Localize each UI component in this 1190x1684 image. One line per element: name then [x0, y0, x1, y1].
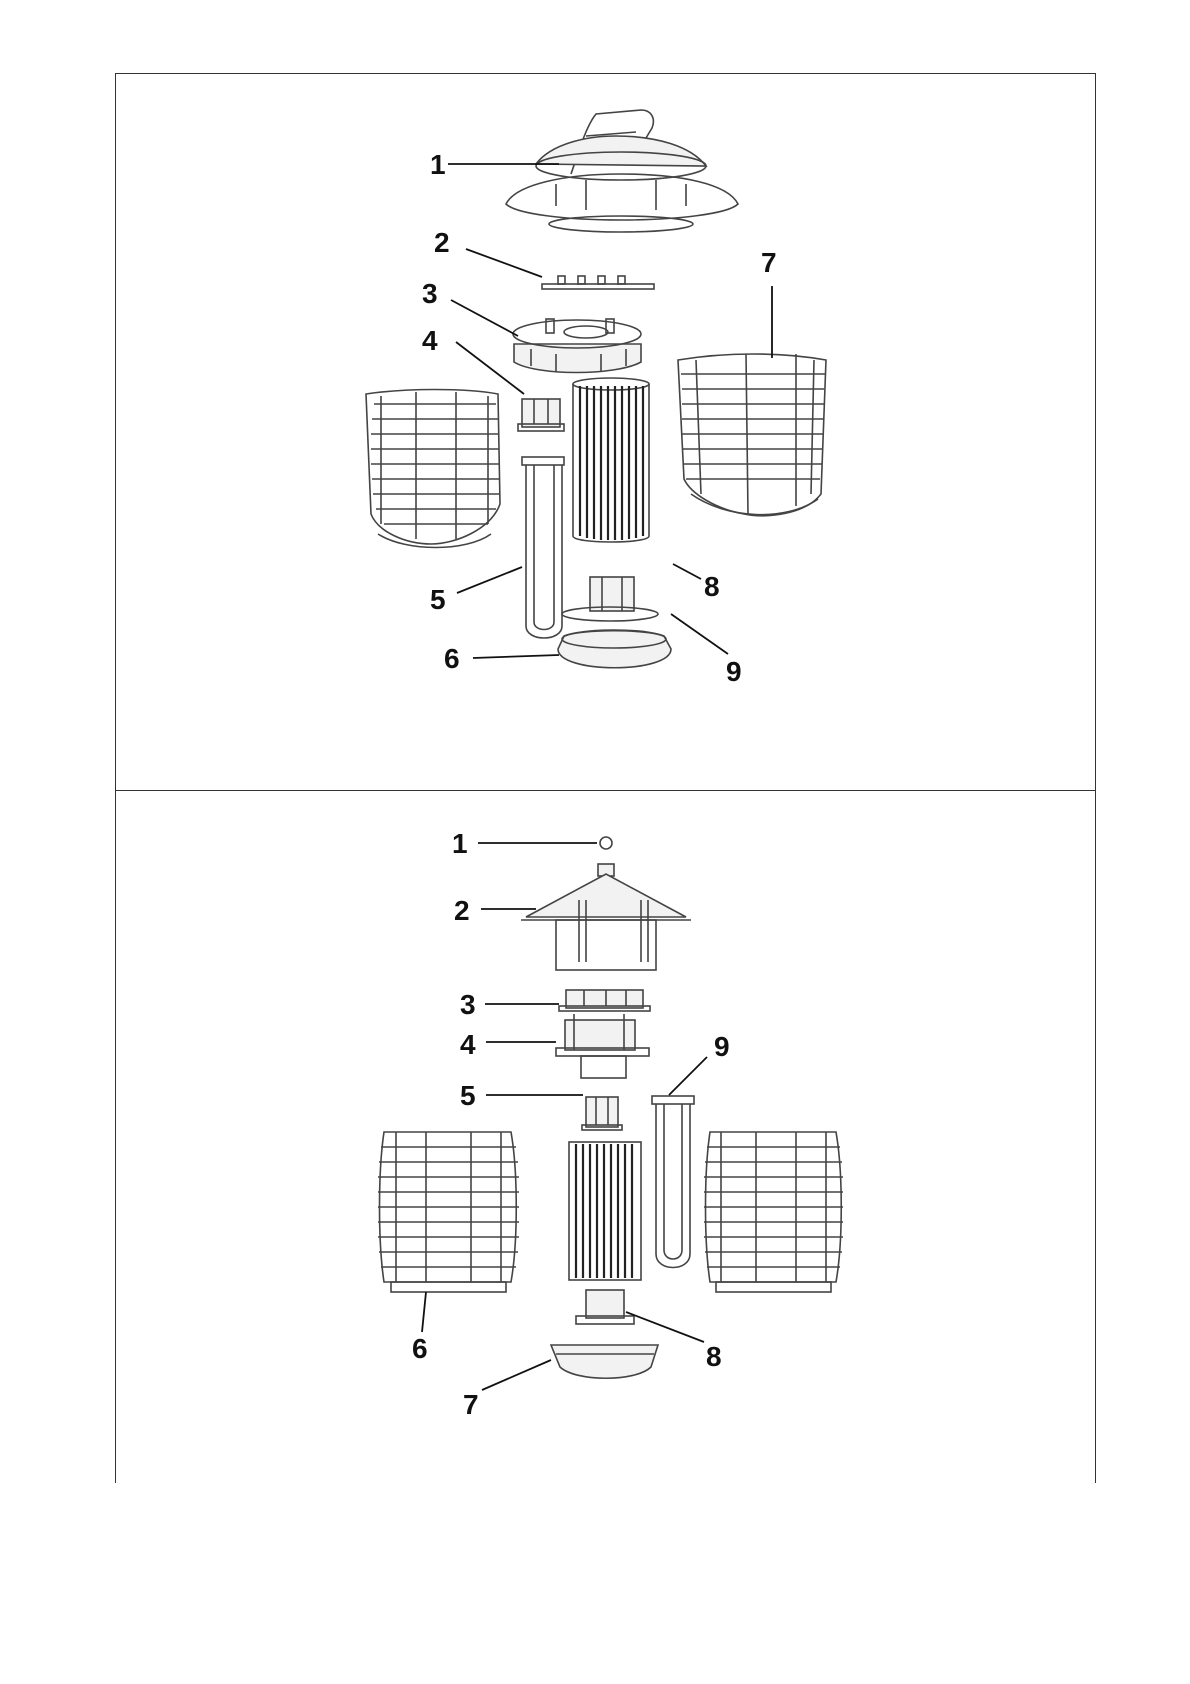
bottom-callout-2: 2	[454, 895, 470, 926]
top-part-4-holder	[518, 399, 564, 431]
bottom-right-cage	[704, 1132, 843, 1292]
panel-divider	[115, 790, 1096, 791]
bottom-exploded-view: 1 2 3 4 5 6 7 8 9	[116, 792, 1095, 1482]
bottom-grid-cylinder	[569, 1142, 641, 1280]
bottom-callout-7: 7	[463, 1389, 479, 1420]
top-part-9-base-holder	[562, 577, 658, 621]
top-callout-1: 1	[430, 149, 446, 180]
bottom-part-6-cage	[378, 1132, 519, 1292]
bottom-part-2-roof	[521, 864, 691, 970]
bottom-part-1-ring	[600, 837, 612, 849]
bottom-callout-3: 3	[460, 989, 476, 1020]
top-exploded-view: 1 2 3 4 5 6 7 8 9	[116, 74, 1095, 789]
top-callout-5: 5	[430, 584, 446, 615]
top-part-8-grid	[573, 378, 649, 542]
top-callout-2: 2	[434, 227, 450, 258]
bottom-part-3-collar	[559, 990, 650, 1011]
bottom-callout-6: 6	[412, 1333, 428, 1364]
bottom-callout-9: 9	[714, 1031, 730, 1062]
bottom-callout-8: 8	[706, 1341, 722, 1372]
bottom-callout-5: 5	[460, 1080, 476, 1111]
bottom-callout-4: 4	[460, 1029, 476, 1060]
top-part-3-housing	[513, 319, 641, 373]
bottom-diagram-svg: 1 2 3 4 5 6 7 8 9	[116, 792, 1095, 1482]
top-part-1-hood	[506, 110, 738, 232]
bottom-part-4-module	[556, 1014, 649, 1078]
top-callout-8: 8	[704, 571, 720, 602]
top-diagram-svg: 1 2 3 4 5 6 7 8 9	[116, 74, 1095, 789]
top-part-6-tray	[558, 630, 671, 668]
bottom-part-8-base-holder	[576, 1290, 634, 1324]
bottom-part-5-holder	[582, 1097, 622, 1130]
top-callout-9: 9	[726, 656, 742, 687]
bottom-callout-1: 1	[452, 828, 468, 859]
top-part-7-cage	[678, 354, 826, 516]
bottom-part-9-tube	[652, 1096, 694, 1268]
top-callout-7: 7	[761, 247, 777, 278]
top-part-2-plate	[542, 276, 654, 289]
top-callout-4: 4	[422, 325, 438, 356]
top-callout-3: 3	[422, 278, 438, 309]
bottom-part-7-tray	[551, 1345, 658, 1378]
top-part-5-tube	[522, 457, 564, 638]
top-callout-6: 6	[444, 643, 460, 674]
top-left-cage	[366, 390, 500, 548]
